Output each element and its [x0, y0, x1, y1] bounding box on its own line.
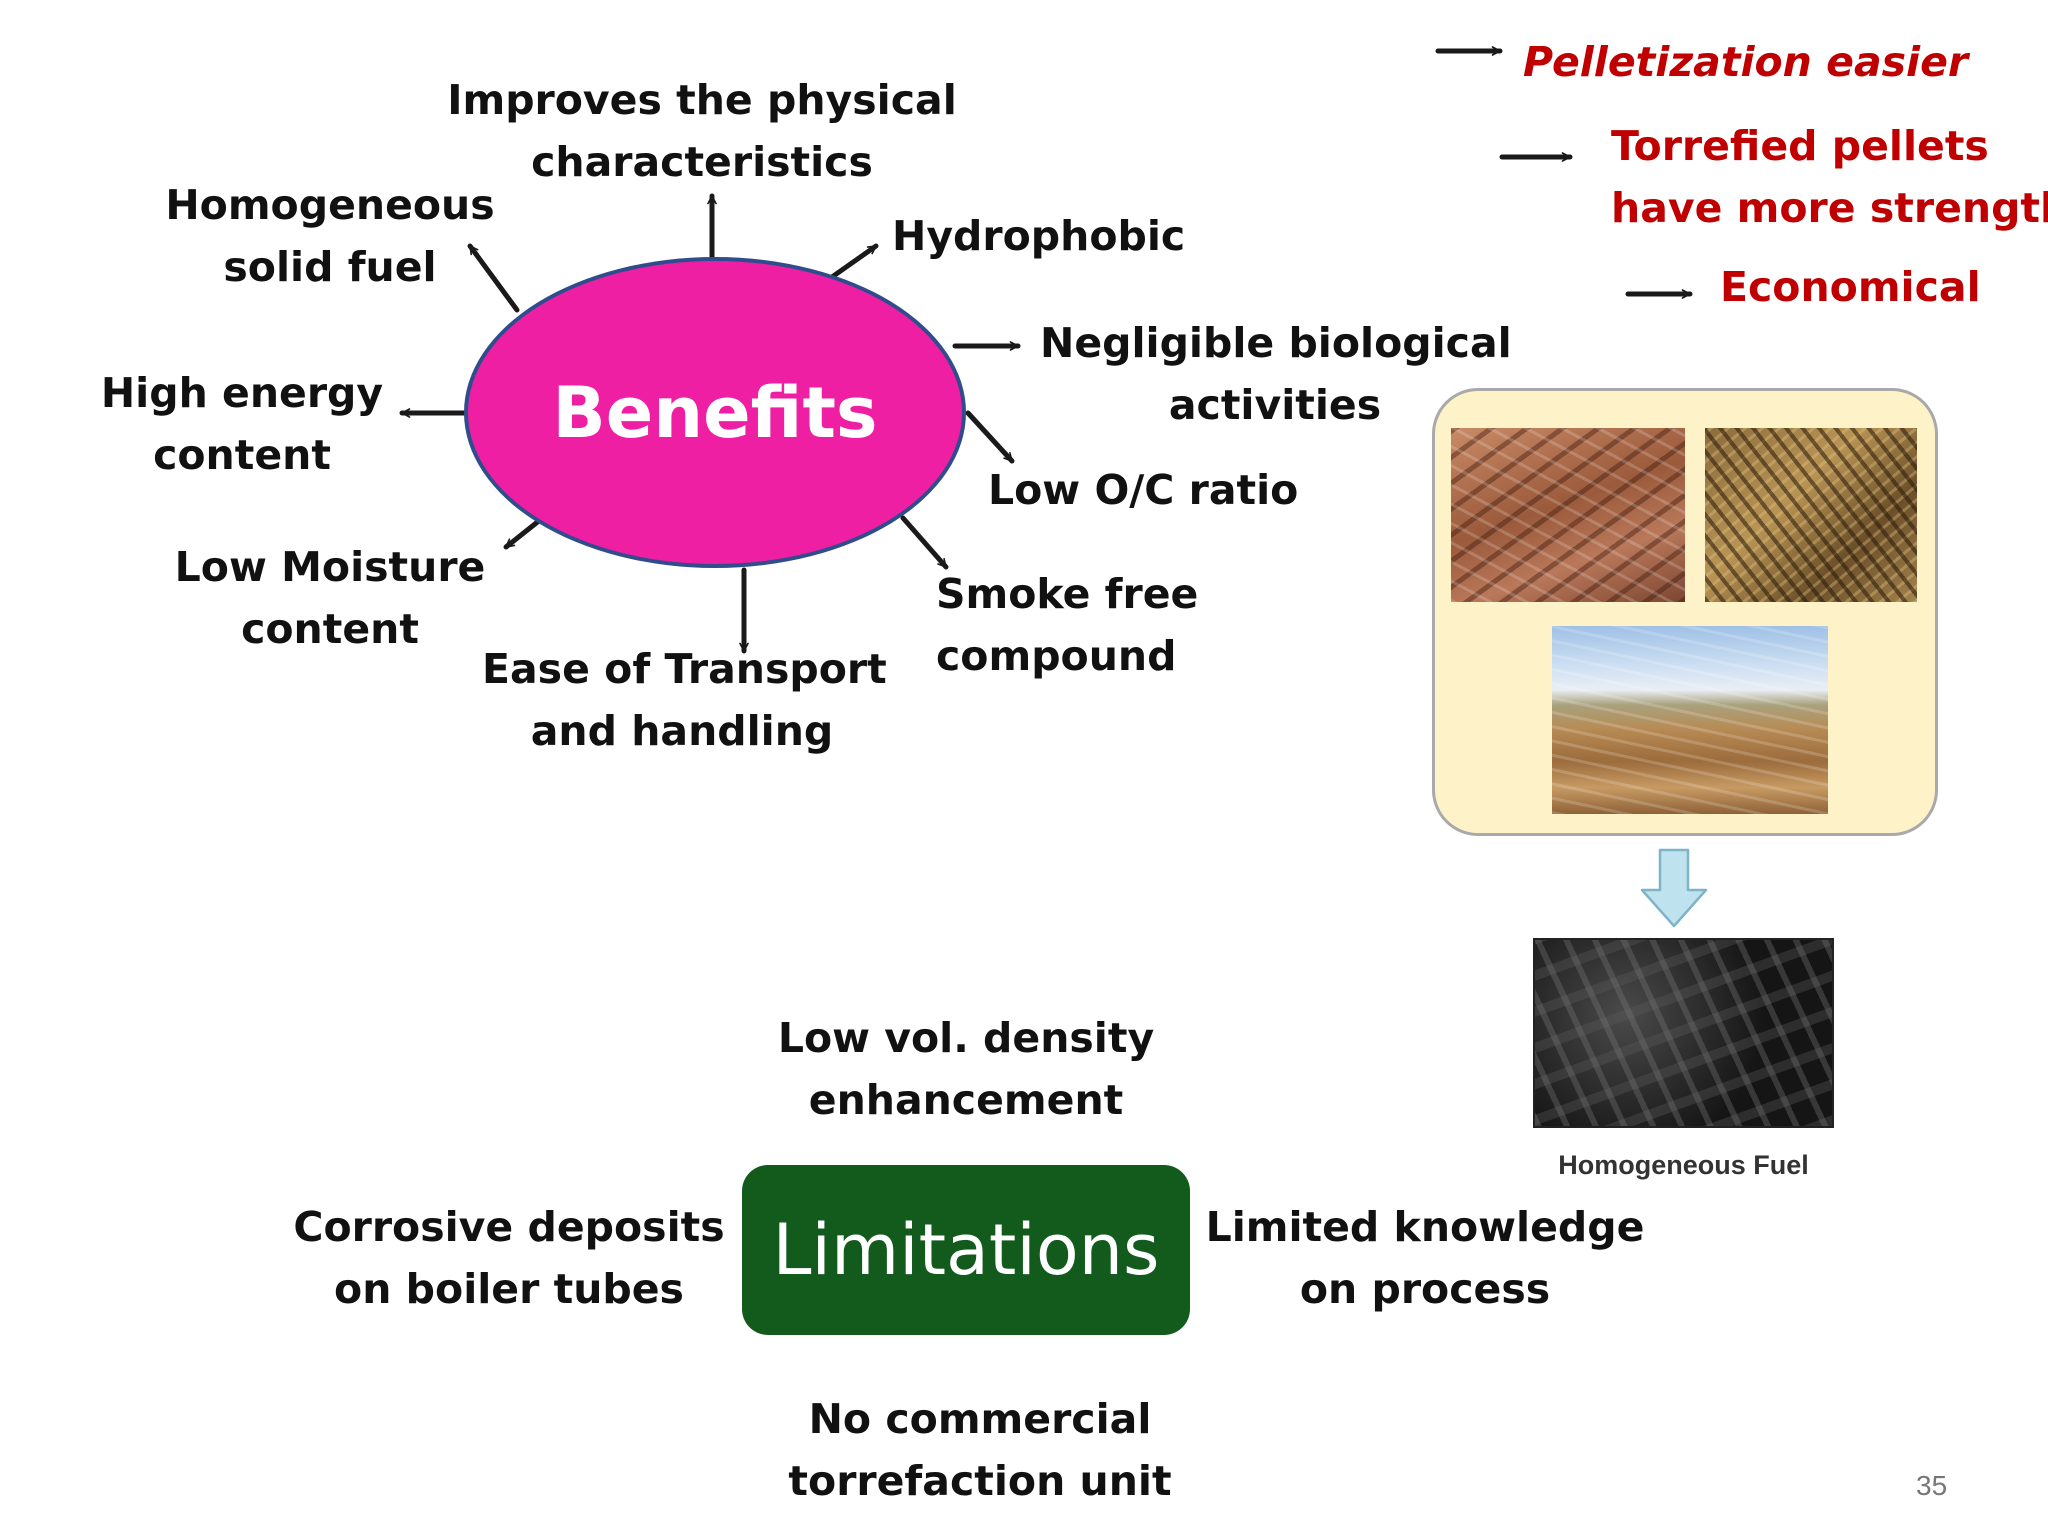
benefits-ellipse: Benefits	[464, 257, 966, 568]
arrow-to-moisture	[503, 517, 543, 550]
arrow-to-oc-ratio	[965, 410, 1015, 464]
benefit-biological: Negligible biological activities	[1040, 319, 1512, 429]
benefits-title: Benefits	[552, 371, 878, 454]
wood-shavings-image	[1451, 428, 1685, 602]
torrefied-pellets-image	[1533, 938, 1834, 1128]
benefit-moisture: Low Moisture content	[174, 543, 486, 653]
arrow-to-smoke	[900, 515, 949, 570]
limitations-box: Limitations	[742, 1165, 1190, 1335]
arrow-to-homogeneous	[467, 243, 520, 313]
wood-chips-image	[1705, 428, 1917, 602]
benefit-high-energy: High energy content	[100, 369, 384, 479]
benefit-physical: Improves the physical characteristics	[447, 76, 957, 186]
outcome-pelletization: Pelletization easier	[1523, 38, 1969, 86]
limitation-corrosive: Corrosive deposits on boiler tubes	[293, 1203, 725, 1313]
down-arrow-icon	[1640, 848, 1708, 928]
benefit-smoke: Smoke free compound	[936, 570, 1199, 680]
limitation-density: Low vol. density enhancement	[777, 1014, 1155, 1124]
outcome-economical: Economical	[1720, 263, 1981, 311]
limitations-title: Limitations	[772, 1209, 1160, 1291]
limitation-knowledge: Limited knowledge on process	[1205, 1203, 1645, 1313]
benefit-transport: Ease of Transport and handling	[482, 645, 887, 755]
fuel-caption: Homogeneous Fuel	[1558, 1150, 1809, 1180]
outcome-pellets-strength: Torrefied pellets have more strength	[1611, 122, 2048, 232]
page-number: 35	[1916, 1470, 1948, 1501]
arrow-to-hydrophobic	[829, 243, 879, 280]
benefit-homogeneous: Homogeneous solid fuel	[165, 181, 495, 291]
benefit-hydrophobic: Hydrophobic	[892, 212, 1186, 260]
benefit-oc-ratio: Low O/C ratio	[988, 466, 1299, 514]
limitation-commercial: No commercial torrefaction unit	[788, 1395, 1172, 1505]
biomass-yard-image	[1552, 626, 1828, 814]
